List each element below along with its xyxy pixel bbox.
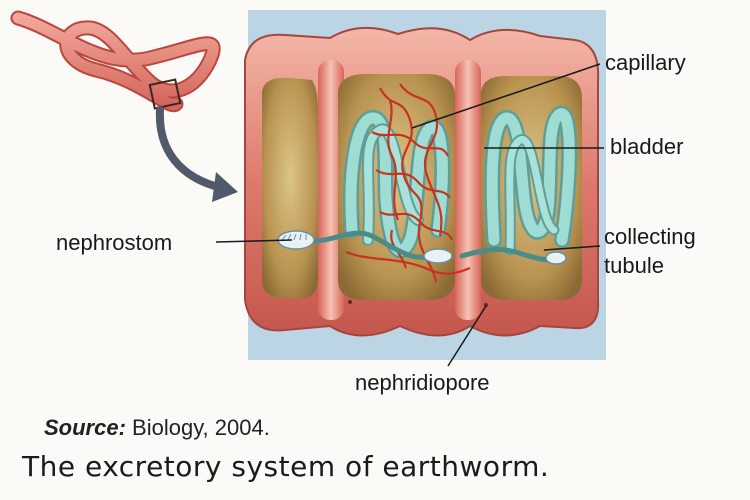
caption-source-label: Source: xyxy=(44,415,126,440)
nephridiopore-dot xyxy=(348,300,352,304)
caption-source: Source: Biology, 2004. xyxy=(44,415,270,441)
label-bladder: bladder xyxy=(610,134,684,159)
label-nephrostom: nephrostom xyxy=(56,230,173,255)
zoom-arrow xyxy=(155,106,238,202)
nephridium-right xyxy=(484,105,578,256)
leader-capillary xyxy=(411,63,601,129)
cavity-left xyxy=(262,77,318,299)
nephrostome-funnel-middle xyxy=(423,248,453,264)
label-nephridiopore: nephridiopore xyxy=(355,370,490,395)
leader-nephridiopore xyxy=(447,305,487,367)
caption-source-text: Biology, 2004. xyxy=(125,415,270,440)
leader-collecting-tubule xyxy=(543,245,601,251)
leader-nephrostom xyxy=(215,239,293,243)
label-capillary: capillary xyxy=(605,50,686,75)
nephridiopore-dot xyxy=(484,303,488,307)
leader-lines xyxy=(215,63,604,367)
nephrostome-funnel-right xyxy=(545,251,567,265)
caption-title: The excretory system of earthworm. xyxy=(22,450,550,483)
earthworm-illustration xyxy=(10,10,221,113)
zoom-box xyxy=(148,78,182,110)
label-collecting-tubule: collecting tubule xyxy=(604,224,696,278)
